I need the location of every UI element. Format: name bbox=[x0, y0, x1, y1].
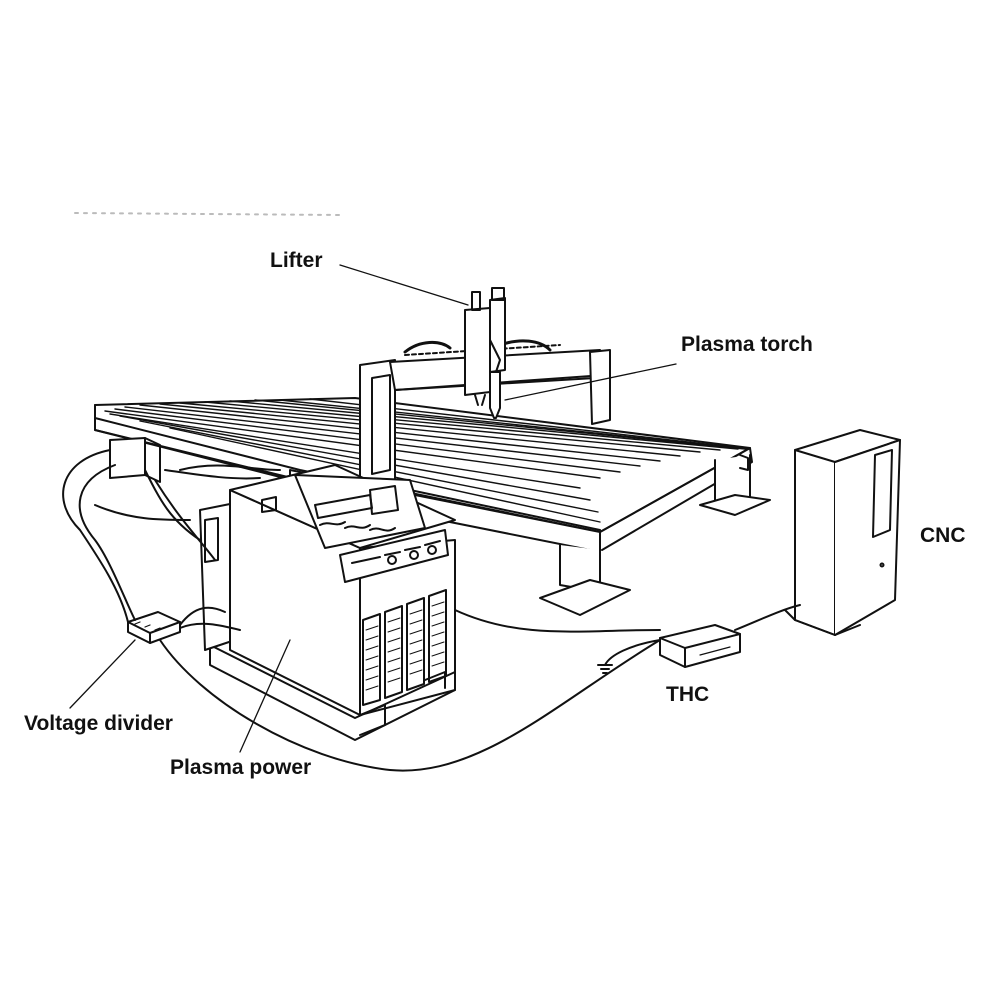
label-plasma-power: Plasma power bbox=[170, 756, 311, 780]
leader-voltage-divider bbox=[70, 640, 135, 708]
thc-box bbox=[660, 625, 740, 667]
label-cnc: CNC bbox=[920, 524, 966, 548]
plasma-torch bbox=[490, 372, 500, 418]
plasma-power-unit bbox=[200, 465, 455, 740]
leader-lifter bbox=[340, 265, 468, 305]
label-plasma-torch: Plasma torch bbox=[681, 333, 813, 357]
voltage-divider-box bbox=[128, 612, 180, 643]
cutting-table bbox=[95, 398, 770, 615]
dotted-artifact bbox=[75, 213, 340, 215]
cnc-cabinet bbox=[785, 430, 900, 635]
label-lifter: Lifter bbox=[270, 249, 323, 273]
label-thc: THC bbox=[666, 683, 709, 707]
label-voltage-divider: Voltage divider bbox=[24, 712, 173, 736]
